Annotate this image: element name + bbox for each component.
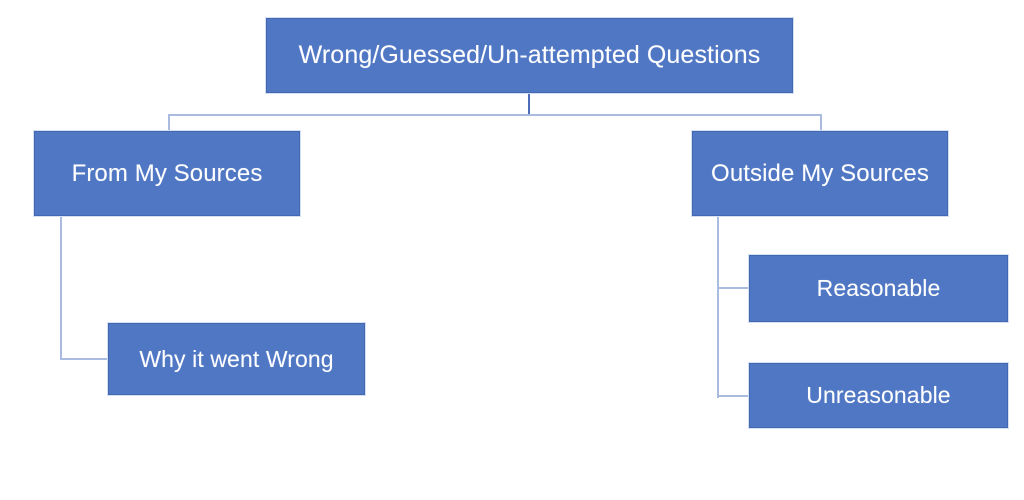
node-reasonable-label: Reasonable [816, 275, 941, 302]
node-from-my-sources-label: From My Sources [71, 159, 263, 187]
connector-root-stub [528, 93, 530, 116]
node-from-my-sources[interactable]: From My Sources [33, 130, 301, 217]
node-why-it-went-wrong-label: Why it went Wrong [139, 345, 334, 372]
node-outside-my-sources-label: Outside My Sources [711, 159, 929, 187]
connector-root-to-right-branch [820, 114, 822, 132]
connector-right-branch-to-unreasonable [717, 395, 751, 397]
connector-root-to-left-branch [168, 114, 170, 132]
node-outside-my-sources[interactable]: Outside My Sources [691, 130, 949, 217]
connector-right-branch-to-reasonable [717, 287, 751, 289]
connector-left-branch-vertical [60, 216, 62, 360]
node-root[interactable]: Wrong/Guessed/Un-attempted Questions [265, 17, 794, 94]
connector-root-bus [168, 114, 822, 116]
node-reasonable[interactable]: Reasonable [748, 254, 1009, 323]
node-root-label: Wrong/Guessed/Un-attempted Questions [298, 41, 761, 70]
node-unreasonable[interactable]: Unreasonable [748, 362, 1009, 429]
node-why-it-went-wrong[interactable]: Why it went Wrong [107, 322, 366, 396]
connector-left-branch-to-leaf [60, 358, 110, 360]
connector-right-branch-vertical [717, 216, 719, 398]
node-unreasonable-label: Unreasonable [806, 382, 951, 409]
